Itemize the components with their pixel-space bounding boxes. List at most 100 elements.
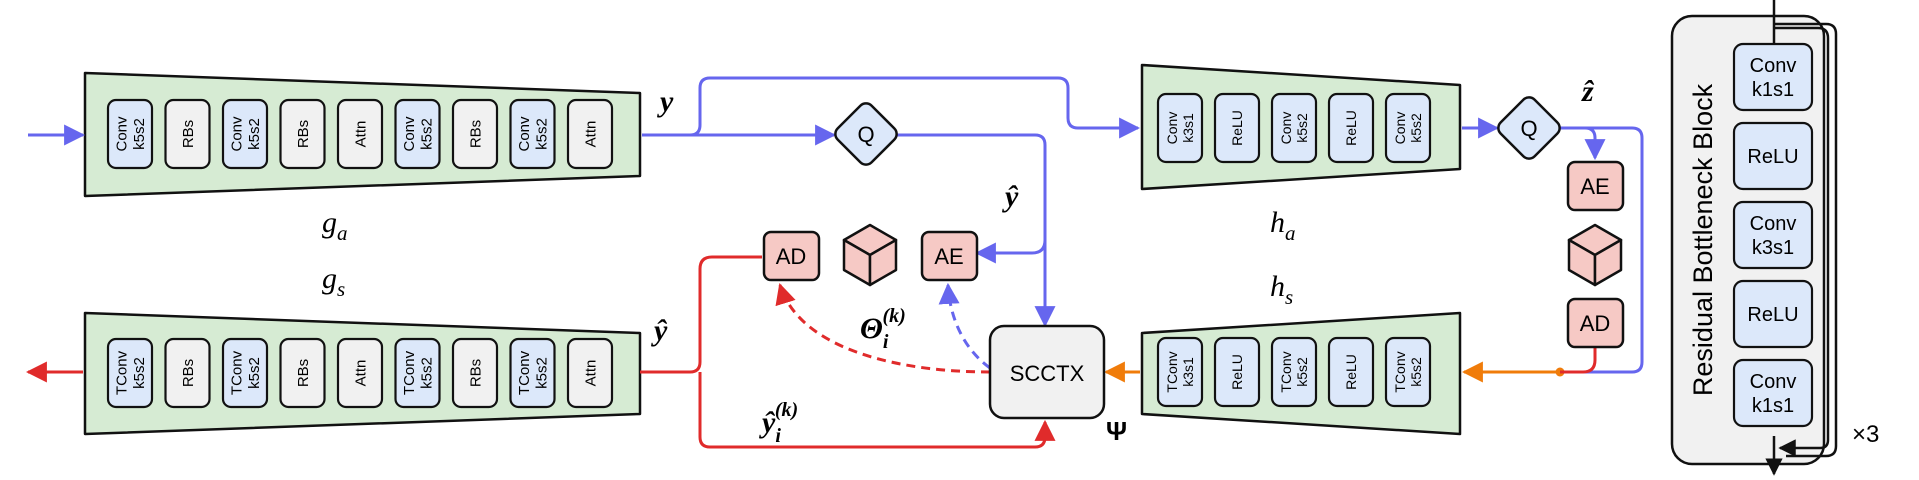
hs-layer-label-4: ReLU: [1343, 354, 1359, 390]
y-to-ha-arrow: [642, 76, 1141, 139]
ha-layer-1: Convk3s1: [1156, 92, 1204, 164]
ga-layer-2: RBs: [164, 98, 211, 170]
ga-layer-label-1: Convk5s2: [114, 116, 148, 152]
hs-layer-label-5: TConvk5s2: [1392, 351, 1424, 392]
symbol-z-hat: ẑ: [1581, 75, 1595, 108]
svg-text:AE: AE: [934, 244, 963, 269]
hs-layers: TConvk3s1 ReLU TConvk5s2 ReLU TConvk5s2: [1156, 336, 1432, 408]
hs-label: hs: [1270, 270, 1293, 309]
svg-text:Q: Q: [857, 122, 874, 147]
ga-layer-1: Convk5s2: [106, 98, 154, 170]
svg-text:AD: AD: [1580, 311, 1611, 336]
ad-bottom-line: [1560, 347, 1597, 374]
ha-layer-label-2: ReLU: [1229, 110, 1245, 146]
ha-layer-5: Convk5s2: [1384, 92, 1432, 164]
gs-layer-label-9: Attn: [582, 360, 599, 387]
theta-to-ae-dashed: [938, 282, 991, 370]
rbb-layer-4: ReLU: [1732, 279, 1814, 349]
theta-to-ad-dashed: [775, 282, 991, 374]
gs-layer-9: Attn: [566, 337, 614, 409]
zhat-bypass-line: [1560, 126, 1644, 374]
ga-layer-6: Convk5s2: [394, 98, 441, 170]
gs-layer-4: RBs: [279, 337, 326, 409]
ha-layer-label-3: Convk5s2: [1278, 112, 1310, 145]
gs-label: gs: [322, 262, 345, 301]
ga-layer-5: Attn: [336, 98, 384, 170]
symbol-theta-ik: Θi(k): [860, 305, 906, 353]
residual-block-title: Residual Bottleneck Block: [1688, 83, 1718, 396]
ga-layer-7: RBs: [451, 98, 499, 170]
scctx-block: SCCTX: [988, 324, 1106, 420]
hs-layer-label-2: ReLU: [1229, 354, 1245, 390]
ga-label: ga: [322, 206, 348, 245]
gs-layer-2: RBs: [164, 337, 211, 409]
ad-main: AD: [762, 230, 821, 282]
ga-layer-label-6: Convk5s2: [401, 116, 435, 152]
gs-layer-label-6: TConvk5s2: [401, 350, 435, 395]
gs-layer-label-1: TConvk5s2: [114, 350, 148, 395]
symbol-psi: Ψ: [1106, 416, 1127, 446]
gs-layer-label-7: RBs: [467, 359, 484, 387]
gs-layer-label-3: TConvk5s2: [229, 350, 263, 395]
rbb-layer-label-4: ReLU: [1747, 304, 1798, 326]
yhat-ik-feedback-arrow: [698, 372, 1056, 449]
bitstream-cube-icon: [842, 223, 898, 287]
ga-layer-label-7: RBs: [467, 120, 484, 148]
symbol-y-hat-main: ŷ: [1002, 180, 1019, 213]
residual-skip-inner: [1774, 26, 1830, 457]
svg-text:SCCTX: SCCTX: [1010, 361, 1085, 386]
gs-layer-8: TConvk5s2: [509, 337, 556, 409]
ha-layer-label-1: Convk3s1: [1164, 112, 1196, 145]
ae-hyper: AE: [1566, 160, 1625, 212]
hs-layer-1: TConvk3s1: [1156, 336, 1204, 408]
ga-layer-9: Attn: [566, 98, 614, 170]
hs-layer-2: ReLU: [1213, 336, 1261, 408]
quantizer-hyper: Q: [1497, 96, 1561, 160]
ga-layer-label-3: Convk5s2: [229, 116, 263, 152]
rbb-layer-label-2: ReLU: [1747, 146, 1798, 168]
hyper-bitstream-cube-icon: [1567, 223, 1623, 287]
ga-layer-label-9: Attn: [582, 121, 599, 148]
ha-layer-label-5: Convk5s2: [1392, 112, 1424, 145]
hs-layer-4: ReLU: [1327, 336, 1375, 408]
gs-layer-5: Attn: [336, 337, 384, 409]
hs-layer-5: TConvk5s2: [1384, 336, 1432, 408]
gs-layer-7: RBs: [451, 337, 499, 409]
ad-to-gs-arrow: [642, 255, 762, 374]
rbb-layer-2: ReLU: [1732, 121, 1814, 191]
ga-layer-4: RBs: [279, 98, 326, 170]
ga-layer-label-4: RBs: [295, 120, 312, 148]
gs-layer-label-8: TConvk5s2: [516, 350, 550, 395]
svg-text:Q: Q: [1520, 116, 1537, 141]
gs-layer-1: TConvk5s2: [106, 337, 154, 409]
ae-main: AE: [920, 230, 979, 282]
quantizer-main: Q: [834, 102, 898, 166]
ha-layer-3: Convk5s2: [1270, 92, 1318, 164]
ad-hyper: AD: [1566, 297, 1625, 349]
gs-layer-3: TConvk5s2: [221, 337, 269, 409]
ha-layer-2: ReLU: [1213, 92, 1261, 164]
gs-layers: TConvk5s2 RBs TConvk5s2 RBs Attn TConvk5s2 RBs…: [106, 337, 614, 409]
gs-layer-6: TConvk5s2: [394, 337, 441, 409]
ga-layer-3: Convk5s2: [221, 98, 269, 170]
ga-layer-label-2: RBs: [180, 120, 197, 148]
ha-label: ha: [1270, 206, 1296, 245]
hs-layer-label-1: TConvk3s1: [1164, 351, 1196, 392]
ga-layer-label-8: Convk5s2: [516, 116, 550, 152]
symbol-y-hat-ik: ŷi(k): [759, 399, 798, 447]
ga-layers: Convk5s2 RBs Convk5s2 RBs Attn Convk5s2 RBs Con…: [106, 98, 614, 170]
ga-layer-label-5: Attn: [352, 121, 369, 148]
ga-layer-8: Convk5s2: [509, 98, 556, 170]
hs-layer-3: TConvk5s2: [1270, 336, 1318, 408]
svg-text:AD: AD: [776, 244, 807, 269]
symbol-y-hat-decoder: ŷ: [651, 314, 668, 347]
gs-layer-label-5: Attn: [352, 360, 369, 387]
